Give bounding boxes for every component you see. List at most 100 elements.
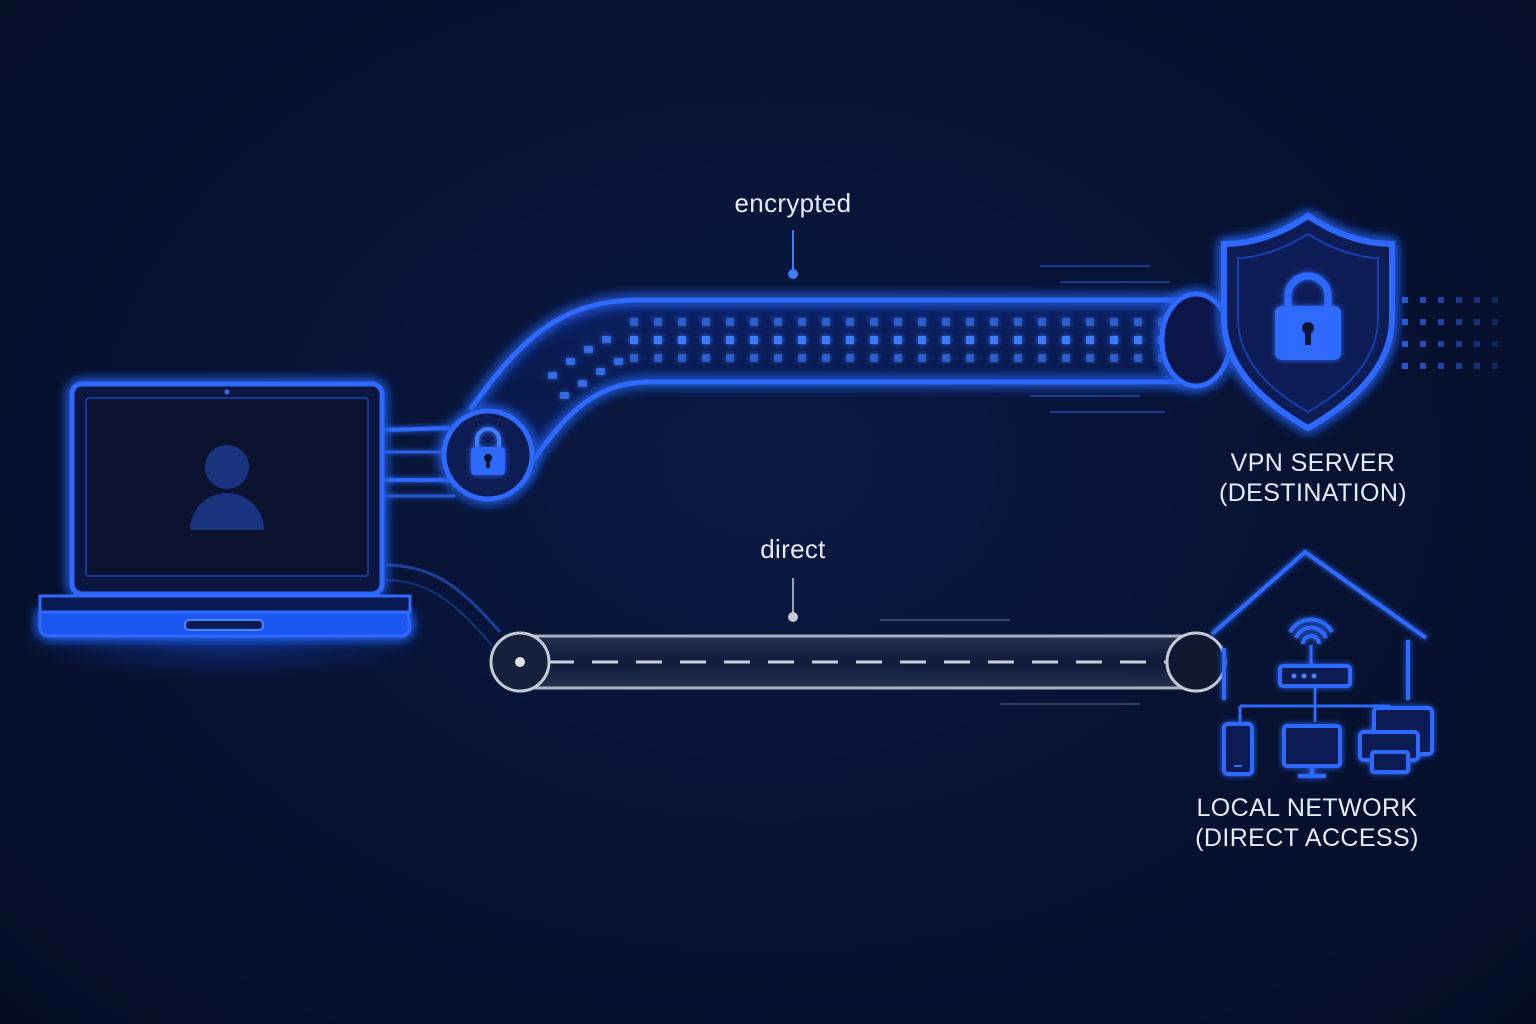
data-packet — [870, 336, 878, 344]
direct-path — [384, 563, 1227, 705]
data-packet — [966, 336, 974, 344]
data-packet — [1038, 354, 1046, 362]
data-packet — [870, 354, 878, 362]
data-packet — [990, 318, 998, 326]
data-packet — [1086, 336, 1094, 344]
data-packet — [918, 318, 926, 326]
data-packet — [846, 354, 854, 362]
trail-dot — [1420, 297, 1426, 303]
trail-dot — [1492, 297, 1498, 303]
trail-dot — [1492, 341, 1498, 347]
data-packet — [654, 336, 662, 344]
data-packet — [990, 354, 998, 362]
data-packet — [750, 318, 758, 326]
data-packet — [630, 336, 638, 344]
local-network-label-line2: (DIRECT ACCESS) — [1195, 824, 1419, 852]
trail-dot — [1492, 363, 1498, 369]
data-packet — [678, 336, 686, 344]
trail-dot — [1474, 297, 1480, 303]
trail-dot — [1438, 341, 1444, 347]
data-packet — [1110, 318, 1118, 326]
data-packet — [894, 318, 902, 326]
vpn-server-label-line2: (DESTINATION) — [1218, 479, 1408, 507]
data-packet — [774, 354, 782, 362]
vpn-server-label-line1: VPN SERVER — [1230, 449, 1396, 477]
data-packet — [630, 318, 638, 326]
data-packet — [1014, 318, 1022, 326]
data-packet — [918, 336, 926, 344]
local-network-label: LOCAL NETWORK (DIRECT ACCESS) — [1167, 793, 1447, 853]
data-packet — [870, 318, 878, 326]
house-network-icon — [1210, 549, 1434, 778]
data-packet — [1134, 354, 1142, 362]
data-packet — [1062, 354, 1070, 362]
trail-dot — [1402, 319, 1408, 325]
monitor-icon — [1282, 724, 1342, 778]
data-packet — [774, 318, 782, 326]
data-packet — [966, 318, 974, 326]
data-packet — [1062, 318, 1070, 326]
data-packet — [560, 392, 569, 399]
trail-dot — [1456, 297, 1462, 303]
encrypted-path-label: encrypted — [734, 188, 852, 218]
data-packet — [584, 346, 593, 353]
data-packet — [726, 354, 734, 362]
data-packet — [596, 368, 605, 375]
trail-dot — [1474, 319, 1480, 325]
smartphone-icon — [1222, 722, 1254, 776]
data-packet — [1086, 354, 1094, 362]
data-packet — [726, 336, 734, 344]
trail-dot — [1438, 297, 1444, 303]
data-packet — [702, 354, 710, 362]
data-packet — [774, 336, 782, 344]
data-packet — [578, 380, 587, 387]
shield-lock-icon — [1221, 212, 1498, 432]
data-packet — [702, 336, 710, 344]
data-packet — [630, 354, 638, 362]
trail-dot — [1402, 363, 1408, 369]
encrypted-tunnel — [381, 230, 1233, 498]
data-packet — [1110, 354, 1118, 362]
data-packet — [726, 318, 734, 326]
printer-icon — [1358, 706, 1434, 774]
data-packet — [846, 318, 854, 326]
data-packet — [548, 372, 557, 379]
data-packet — [654, 354, 662, 362]
data-packet — [918, 354, 926, 362]
data-packet — [822, 354, 830, 362]
tunnel-lock-ring — [441, 408, 535, 502]
user-icon — [190, 445, 264, 530]
data-packet — [678, 318, 686, 326]
data-packets — [548, 318, 1166, 399]
trail-dot — [1492, 319, 1498, 325]
data-packet — [798, 318, 806, 326]
trail-dot — [1456, 319, 1462, 325]
data-packet — [750, 354, 758, 362]
data-packet — [702, 318, 710, 326]
data-packet — [822, 336, 830, 344]
padlock-icon — [471, 427, 505, 475]
data-packet — [1086, 318, 1094, 326]
trail-dot — [1402, 297, 1408, 303]
laptop-icon — [38, 381, 412, 638]
data-packet — [942, 354, 950, 362]
data-packet — [1134, 318, 1142, 326]
trail-dot — [1420, 341, 1426, 347]
data-packet — [798, 354, 806, 362]
data-packet — [942, 318, 950, 326]
data-packet — [1134, 336, 1142, 344]
data-packet — [990, 336, 998, 344]
trail-dot — [1456, 341, 1462, 347]
data-packet — [942, 336, 950, 344]
data-packet — [1038, 318, 1046, 326]
trail-dot — [1420, 363, 1426, 369]
trail-dot — [1474, 363, 1480, 369]
data-packet — [1014, 354, 1022, 362]
data-packet — [678, 354, 686, 362]
data-packet — [822, 318, 830, 326]
trail-dot — [1438, 319, 1444, 325]
data-packet — [750, 336, 758, 344]
data-packet — [654, 318, 662, 326]
data-packet — [966, 354, 974, 362]
